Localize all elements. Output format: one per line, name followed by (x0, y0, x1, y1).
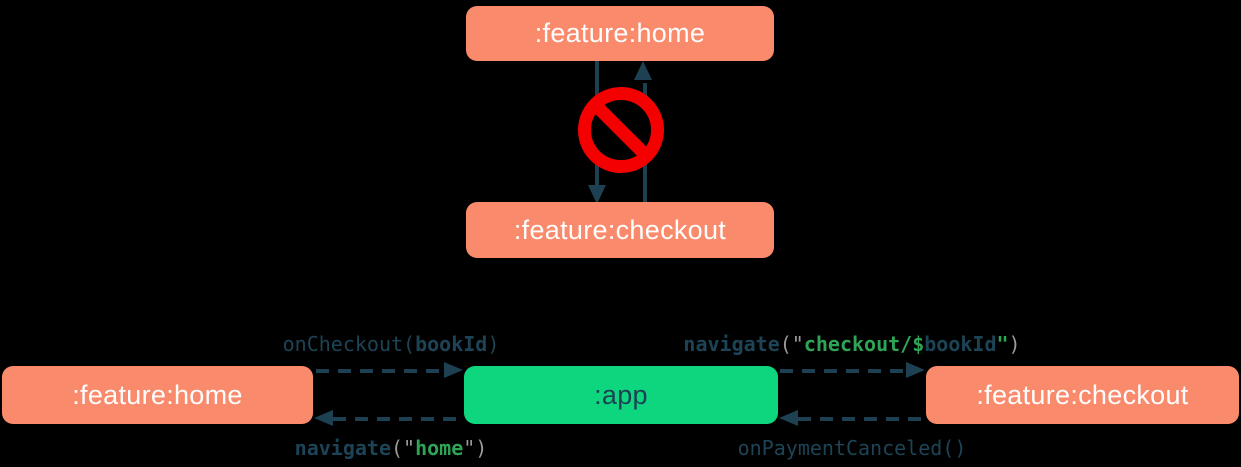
prohibited-slash (593, 102, 649, 158)
code-token: ) (1008, 332, 1021, 356)
module-box-feature-checkout-top: :feature:checkout (466, 202, 774, 258)
code-token: ") (463, 436, 488, 460)
module-box-app: :app (464, 366, 778, 424)
code-token: " (791, 332, 804, 356)
dashed-line (780, 369, 906, 373)
code-label-navigate-home: navigate("home") (295, 436, 488, 460)
arrowhead-down-icon (588, 185, 606, 204)
code-token: navigate (683, 332, 780, 356)
code-token: onPaymentCanceled() (737, 436, 967, 460)
code-token: ) (487, 332, 500, 356)
code-label-oncheckout: onCheckout(bookId) (283, 332, 500, 356)
module-box-feature-home-top: :feature:home (466, 6, 774, 61)
code-token: bookId (924, 332, 997, 356)
code-label-navigate-checkout: navigate("checkout/$bookId") (683, 332, 1020, 356)
code-token: $ (912, 332, 925, 356)
arrowhead-left-icon (779, 410, 798, 426)
arrowhead-right-icon (444, 362, 463, 378)
code-token: bookId (415, 332, 488, 356)
code-token: " (996, 332, 1009, 356)
module-box-feature-home: :feature:home (2, 366, 313, 424)
code-token: onCheckout( (282, 332, 416, 356)
code-token: (" (390, 436, 416, 460)
arrowhead-right-icon (906, 362, 925, 378)
prohibited-icon (578, 87, 664, 173)
code-token: ( (779, 332, 792, 356)
code-token: navigate (294, 436, 391, 460)
module-box-feature-checkout: :feature:checkout (926, 366, 1239, 424)
dashed-line (798, 417, 924, 421)
arrowhead-left-icon (314, 410, 333, 426)
code-label-onpaymentcanceled: onPaymentCanceled() (738, 436, 967, 460)
code-token: home (415, 436, 464, 460)
arrowhead-up-icon (634, 61, 652, 80)
dashed-line (316, 369, 444, 373)
code-token: checkout/ (803, 332, 913, 356)
dashed-line (333, 417, 462, 421)
